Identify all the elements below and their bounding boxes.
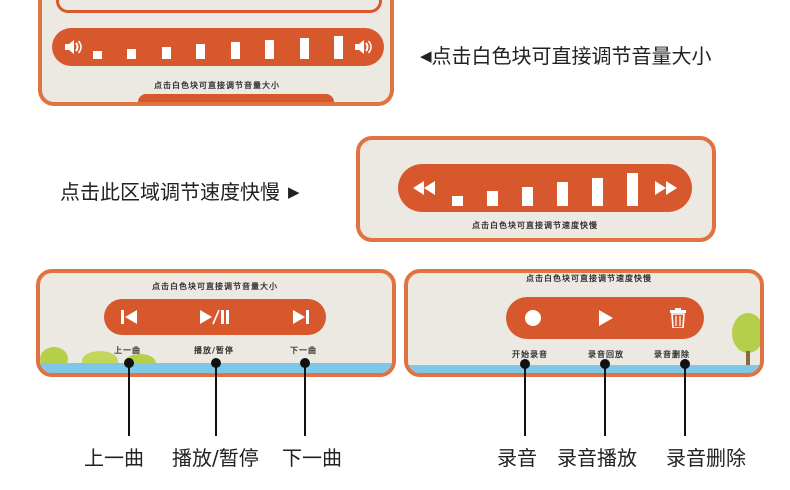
- speaker-icon[interactable]: [64, 39, 82, 55]
- volume-panel-top-strip: [56, 0, 382, 13]
- volume-control-bar[interactable]: [52, 28, 384, 66]
- speed-caption: 点击白色块可直接调节速度快慢: [472, 221, 598, 230]
- level-block[interactable]: [230, 42, 240, 59]
- button-label-playback: 录音回放: [588, 350, 624, 359]
- callout-previous-track: 上一曲: [84, 446, 144, 470]
- level-block[interactable]: [299, 37, 309, 59]
- volume-panel: 点击白色块可直接调节音量大小: [38, 0, 394, 106]
- right-pointer-icon: ▶: [288, 183, 300, 201]
- pointer-dot: [520, 359, 530, 369]
- button-label-previous: 上一曲: [114, 346, 141, 355]
- callout-record-delete: 录音删除: [666, 446, 746, 470]
- callout-record-playback: 录音播放: [557, 446, 637, 470]
- level-block[interactable]: [592, 177, 603, 206]
- button-label-next: 下一曲: [290, 346, 317, 355]
- next-track-icon[interactable]: [292, 309, 310, 325]
- pointer-line: [524, 365, 526, 436]
- speed-panel: 点击白色块可直接调节速度快慢: [356, 136, 716, 242]
- level-block[interactable]: [557, 182, 568, 206]
- volume-level-bars[interactable]: [93, 35, 343, 59]
- tree-decoration: [732, 313, 760, 373]
- level-block[interactable]: [452, 196, 463, 206]
- speed-control-bar[interactable]: [398, 164, 692, 212]
- play-pause-icon[interactable]: [199, 309, 231, 325]
- button-label-record: 开始录音: [512, 350, 548, 359]
- water-strip: [408, 365, 760, 373]
- button-label-delete: 录音删除: [654, 350, 690, 359]
- level-block[interactable]: [265, 40, 275, 59]
- level-block[interactable]: [196, 44, 206, 59]
- rewind-icon[interactable]: [412, 180, 436, 196]
- level-block[interactable]: [161, 46, 171, 59]
- button-label-play-pause: 播放/暂停: [194, 346, 234, 355]
- volume-caption: 点击白色块可直接调节音量大小: [154, 81, 280, 90]
- callout-play-pause: 播放/暂停: [172, 446, 259, 470]
- playback-control-bar: [104, 299, 326, 335]
- record-panel: 点击白色块可直接调节速度快慢 开始录音 录音回放 录音删除: [404, 269, 764, 377]
- record-icon[interactable]: [524, 309, 542, 327]
- speed-level-bars[interactable]: [452, 170, 638, 206]
- pointer-line: [215, 364, 217, 436]
- callout-record: 录音: [497, 446, 537, 470]
- fast-forward-icon[interactable]: [654, 180, 678, 196]
- speaker-icon[interactable]: [354, 39, 372, 55]
- pointer-dot: [211, 358, 221, 368]
- pointer-line: [304, 364, 306, 436]
- callout-next-track: 下一曲: [282, 446, 342, 470]
- level-block[interactable]: [522, 186, 533, 206]
- trash-icon[interactable]: [670, 308, 686, 328]
- pointer-dot: [300, 358, 310, 368]
- play-icon[interactable]: [598, 309, 614, 327]
- pointer-line: [128, 364, 130, 436]
- playback-panel: 点击白色块可直接调节音量大小 上一曲 播放/暂停 下一曲: [36, 269, 396, 377]
- record-control-bar: [506, 297, 704, 339]
- previous-track-icon[interactable]: [120, 309, 138, 325]
- level-block[interactable]: [333, 35, 343, 59]
- level-block[interactable]: [127, 48, 137, 59]
- volume-panel-bottom-strip: [138, 94, 334, 102]
- playback-caption: 点击白色块可直接调节音量大小: [152, 282, 278, 291]
- level-block[interactable]: [93, 51, 102, 59]
- pointer-line: [604, 365, 606, 436]
- pointer-dot: [600, 359, 610, 369]
- pointer-dot: [680, 359, 690, 369]
- left-pointer-icon: ◀: [420, 47, 432, 65]
- volume-callout: ◀点击白色块可直接调节音量大小: [420, 44, 712, 68]
- level-block[interactable]: [487, 191, 498, 206]
- record-caption: 点击白色块可直接调节速度快慢: [526, 274, 652, 283]
- pointer-dot: [124, 358, 134, 368]
- speed-callout: 点击此区域调节速度快慢▶: [60, 180, 300, 204]
- level-block[interactable]: [627, 173, 638, 206]
- pointer-line: [684, 365, 686, 436]
